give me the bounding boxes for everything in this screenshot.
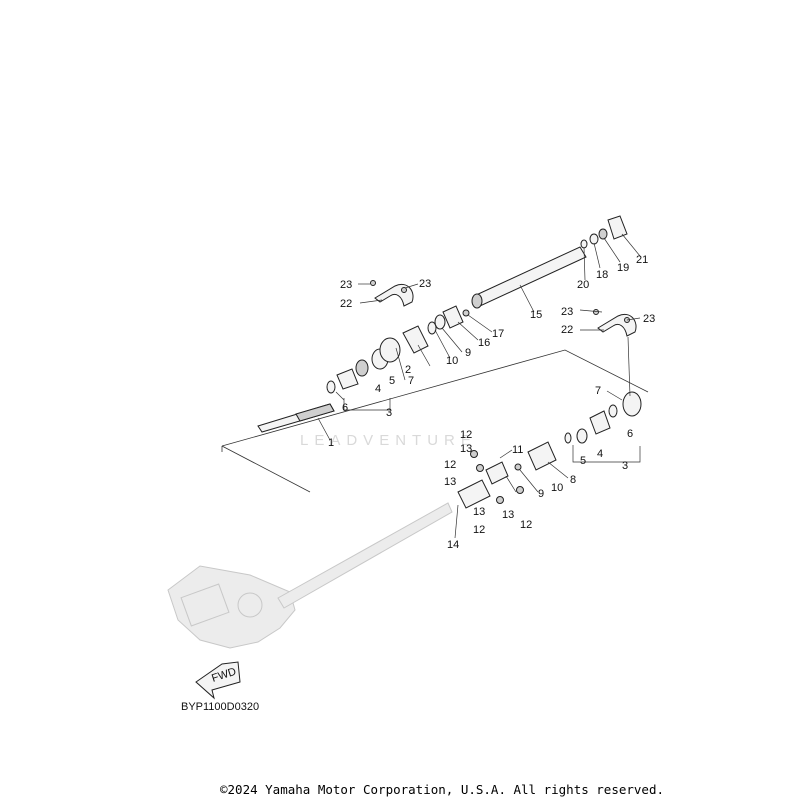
callout-23-upper-left[interactable]: 23	[340, 279, 352, 291]
callout-22-upper[interactable]: 22	[340, 298, 352, 310]
callout-13-c[interactable]: 13	[473, 506, 485, 518]
upper-bearing-stack	[326, 305, 470, 394]
lower-bracket	[593, 309, 637, 337]
callout-5[interactable]: 5	[389, 375, 395, 387]
callout-7-lower[interactable]: 7	[595, 385, 601, 397]
universal-joint	[457, 441, 557, 509]
callout-4-lower[interactable]: 4	[597, 448, 603, 460]
callout-15[interactable]: 15	[530, 309, 542, 321]
callout-9-lower[interactable]: 9	[538, 488, 544, 500]
callout-9[interactable]: 9	[465, 347, 471, 359]
callout-10-lower[interactable]: 10	[551, 482, 563, 494]
front-shaft	[257, 403, 335, 433]
callout-13-d[interactable]: 13	[502, 509, 514, 521]
callout-12-d[interactable]: 12	[520, 519, 532, 531]
callout-22-lower[interactable]: 22	[561, 324, 573, 336]
fwd-arrow: FWD	[195, 661, 241, 700]
callout-5-lower[interactable]: 5	[580, 455, 586, 467]
callout-20[interactable]: 20	[577, 279, 589, 291]
upper-bracket	[370, 280, 414, 307]
callout-23-lower-right[interactable]: 23	[643, 313, 655, 325]
callout-11[interactable]: 11	[512, 444, 523, 456]
callout-16[interactable]: 16	[478, 337, 490, 349]
copyright-notice: ©2024 Yamaha Motor Corporation, U.S.A. A…	[220, 782, 665, 797]
callout-13-a[interactable]: 13	[460, 443, 472, 455]
callout-numbers: 1 2 3 4 5 6 7 9 10 16 17 15 20 18 19 21 …	[328, 254, 655, 551]
callout-19[interactable]: 19	[617, 262, 629, 274]
callout-7[interactable]: 7	[408, 375, 414, 387]
callout-8[interactable]: 8	[570, 474, 576, 486]
callout-12-a[interactable]: 12	[460, 429, 472, 441]
callout-3[interactable]: 3	[386, 407, 392, 419]
lower-bearing-stack	[564, 391, 642, 444]
rear-coupling	[580, 215, 628, 249]
callout-2[interactable]: 2	[405, 364, 411, 376]
callout-6-lower[interactable]: 6	[627, 428, 633, 440]
callout-18[interactable]: 18	[596, 269, 608, 281]
watermark-text: LEADVENTURE	[300, 432, 477, 449]
callout-17[interactable]: 17	[492, 328, 504, 340]
diagram-code: BYP1100D0320	[181, 701, 260, 713]
rear-shaft	[471, 246, 587, 309]
long-driveshaft-ghost	[277, 502, 453, 609]
callout-12-b[interactable]: 12	[444, 459, 456, 471]
callout-1[interactable]: 1	[328, 437, 334, 449]
callout-12-c[interactable]: 12	[473, 524, 485, 536]
callout-3-lower[interactable]: 3	[622, 460, 628, 472]
callout-13-b[interactable]: 13	[444, 476, 456, 488]
callout-14[interactable]: 14	[447, 539, 459, 551]
assembly-frame	[221, 349, 649, 493]
callout-23-upper-right[interactable]: 23	[419, 278, 431, 290]
leader-lines	[317, 233, 641, 539]
callout-6[interactable]: 6	[342, 402, 348, 414]
callout-23-lower-left[interactable]: 23	[561, 306, 573, 318]
callout-10[interactable]: 10	[446, 355, 458, 367]
callout-21[interactable]: 21	[636, 254, 648, 266]
engine-ghost	[167, 565, 296, 649]
callout-4[interactable]: 4	[375, 383, 381, 395]
